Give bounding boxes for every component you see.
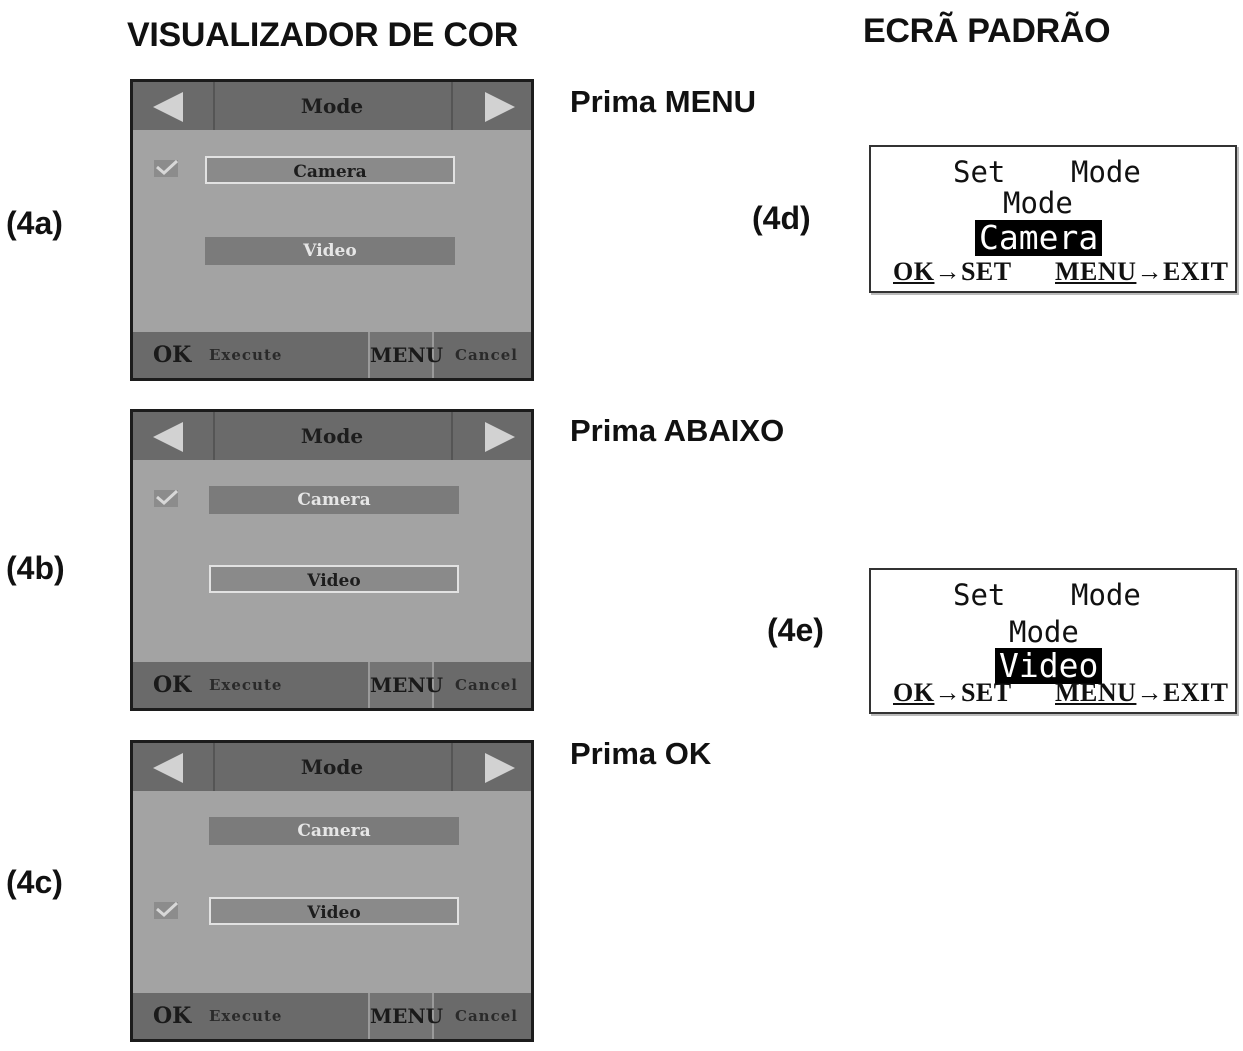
execute-label: Execute xyxy=(209,1007,283,1025)
mono-highlight-option: Camera xyxy=(975,220,1103,256)
mono-screen-4d: Set Mode Mode Camera OK→SET MENU→EXIT xyxy=(869,145,1237,293)
right-arrow-icon[interactable] xyxy=(485,753,515,783)
option-video[interactable]: Video xyxy=(209,897,459,925)
mono-footer: OK→SET MENU→EXIT xyxy=(893,678,1228,708)
screen-title: Mode xyxy=(300,94,364,118)
color-screen-4b: Mode Camera Video OK Execute MENU Cancel xyxy=(130,409,534,711)
execute-label: Execute xyxy=(209,346,283,364)
screen-top-bar: Mode xyxy=(133,743,531,791)
ok-label[interactable]: OK xyxy=(153,1003,192,1029)
mono-menu-key: MENU xyxy=(1055,678,1137,707)
mono-footer: OK→SET MENU→EXIT xyxy=(893,257,1228,287)
mono-mode-heading: Mode xyxy=(1009,615,1079,649)
execute-label: Execute xyxy=(209,676,283,694)
option-video[interactable]: Video xyxy=(209,565,459,593)
color-screen-4c: Mode Camera Video OK Execute MENU Cancel xyxy=(130,740,534,1042)
instruction-press-down: Prima ABAIXO xyxy=(570,413,785,448)
instruction-press-ok: Prima OK xyxy=(570,736,712,771)
instruction-press-menu: Prima MENU xyxy=(570,84,757,119)
cancel-label: Cancel xyxy=(455,676,518,694)
mono-ok-key: OK xyxy=(893,678,935,707)
screen-bottom-bar: OK Execute MENU Cancel xyxy=(133,662,531,708)
mono-set-action: →SET xyxy=(934,678,1012,707)
left-arrow-icon[interactable] xyxy=(153,753,183,783)
step-label-4e: (4e) xyxy=(767,612,824,648)
mono-mode-label: Mode xyxy=(1071,578,1141,612)
mono-set-label: Set xyxy=(953,578,1006,612)
screen-bottom-bar: OK Execute MENU Cancel xyxy=(133,993,531,1039)
mono-exit-action: →EXIT xyxy=(1136,678,1229,707)
option-video[interactable]: Video xyxy=(205,237,455,265)
cancel-label: Cancel xyxy=(455,1007,518,1025)
menu-button[interactable]: MENU xyxy=(368,662,443,708)
color-screen-4a: Mode Camera Video OK Execute MENU Cancel xyxy=(130,79,534,381)
ok-label[interactable]: OK xyxy=(153,672,192,698)
mono-set-action: →SET xyxy=(934,257,1012,286)
checkmark-icon xyxy=(154,159,179,177)
option-camera[interactable]: Camera xyxy=(205,156,455,184)
option-camera[interactable]: Camera xyxy=(209,486,459,514)
mono-ok-key: OK xyxy=(893,257,935,286)
step-label-4d: (4d) xyxy=(752,200,811,236)
mono-set-label: Set xyxy=(953,155,1006,189)
mono-mode-heading: Mode xyxy=(1003,186,1073,220)
mono-highlight-option: Video xyxy=(995,648,1103,684)
screen-top-bar: Mode xyxy=(133,412,531,460)
left-arrow-icon[interactable] xyxy=(153,92,183,122)
screen-title: Mode xyxy=(300,424,364,448)
screen-title: Mode xyxy=(300,755,364,779)
mono-exit-action: →EXIT xyxy=(1136,257,1229,286)
screen-bottom-bar: OK Execute MENU Cancel xyxy=(133,332,531,378)
cancel-label: Cancel xyxy=(455,346,518,364)
right-arrow-icon[interactable] xyxy=(485,422,515,452)
right-arrow-icon[interactable] xyxy=(485,92,515,122)
step-label-4a: (4a) xyxy=(6,205,63,241)
mono-mode-label: Mode xyxy=(1071,155,1141,189)
color-viewer-heading: VISUALIZADOR DE COR xyxy=(127,16,518,54)
option-camera[interactable]: Camera xyxy=(209,817,459,845)
standard-screen-heading: ECRÃ PADRÃO xyxy=(863,12,1111,50)
step-label-4b: (4b) xyxy=(6,550,65,586)
step-label-4c: (4c) xyxy=(6,864,63,900)
screen-top-bar: Mode xyxy=(133,82,531,130)
mono-screen-4e: Set Mode Mode Video OK→SET MENU→EXIT xyxy=(869,568,1237,714)
menu-button[interactable]: MENU xyxy=(368,332,443,378)
checkmark-icon xyxy=(154,489,179,507)
mono-menu-key: MENU xyxy=(1055,257,1137,286)
menu-button[interactable]: MENU xyxy=(368,993,443,1039)
left-arrow-icon[interactable] xyxy=(153,422,183,452)
ok-label[interactable]: OK xyxy=(153,342,192,368)
checkmark-icon xyxy=(154,901,179,919)
